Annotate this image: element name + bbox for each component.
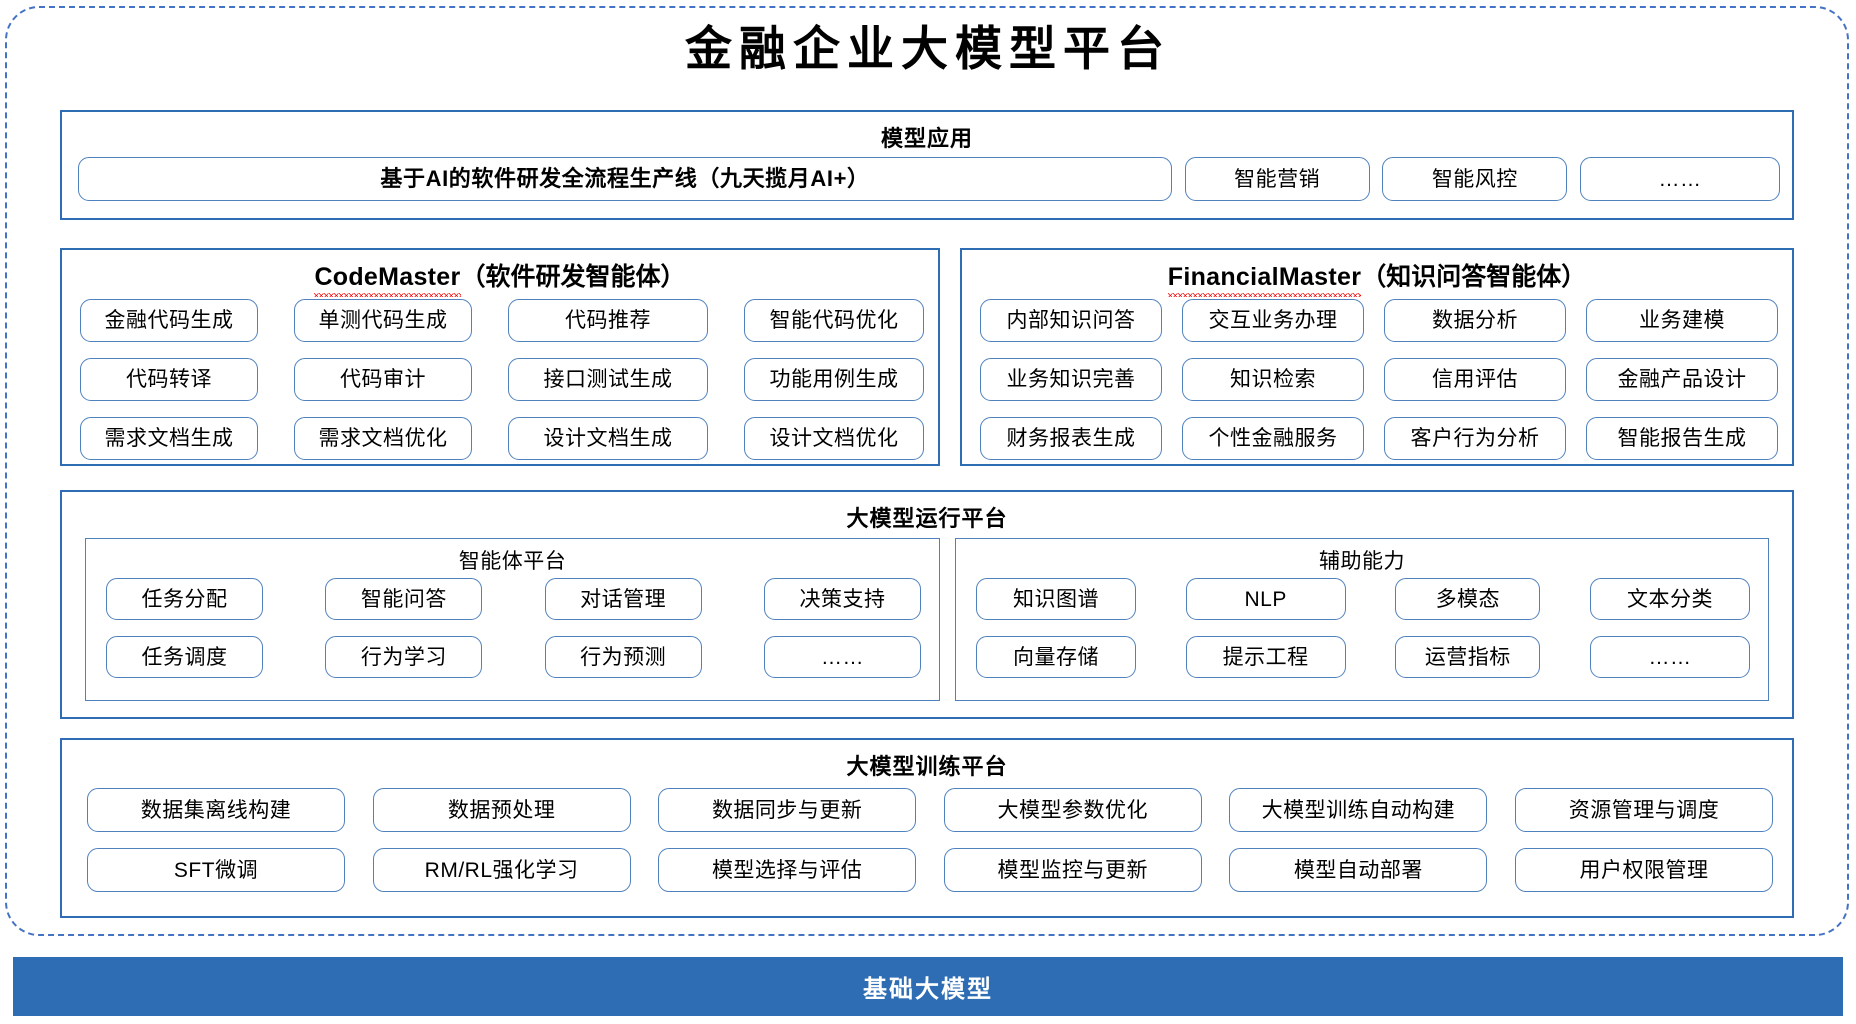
chip-financialmaster-3-2[interactable]: 个性金融服务 [1182,417,1364,460]
chip-financialmaster-1-3[interactable]: 数据分析 [1384,299,1566,342]
subpanel-auxiliary-capabilities-title: 辅助能力 [1319,550,1405,573]
chip-codemaster-2-3[interactable]: 接口测试生成 [508,358,708,401]
panel-agent-codemaster: CodeMaster（软件研发智能体） 金融代码生成 单测代码生成 代码推荐 智… [60,248,940,466]
chip-training-1-1[interactable]: 数据集离线构建 [87,788,345,832]
panel-agent-financialmaster: FinancialMaster（知识问答智能体） 内部知识问答 交互业务办理 数… [960,248,1794,466]
chip-codemaster-2-4[interactable]: 功能用例生成 [744,358,924,401]
codemaster-row-3: 需求文档生成 需求文档优化 设计文档生成 设计文档优化 [80,417,924,460]
chip-auxiliary-1-4[interactable]: 文本分类 [1589,578,1750,620]
chip-training-1-3[interactable]: 数据同步与更新 [658,788,917,832]
chip-financialmaster-3-4[interactable]: 智能报告生成 [1586,417,1778,460]
chip-financialmaster-1-1[interactable]: 内部知识问答 [980,299,1162,342]
chip-agent-platform-1-2[interactable]: 智能问答 [325,578,483,620]
chip-training-2-6[interactable]: 用户权限管理 [1514,848,1773,892]
auxiliary-row-1: 知识图谱 NLP 多模态 文本分类 [976,578,1750,620]
chip-agent-platform-1-1[interactable]: 任务分配 [106,578,263,620]
chip-codemaster-1-1[interactable]: 金融代码生成 [80,299,258,342]
chip-auxiliary-2-2[interactable]: 提示工程 [1185,636,1346,678]
chip-codemaster-3-1[interactable]: 需求文档生成 [80,417,258,460]
chip-codemaster-2-1[interactable]: 代码转译 [80,358,258,401]
training-row-2: SFT微调 RM/RL强化学习 模型选择与评估 模型监控与更新 模型自动部署 用… [87,848,1773,892]
page-title: 金融企业大模型平台 [685,22,1171,77]
chip-training-1-2[interactable]: 数据预处理 [372,788,631,832]
panel-runtime-platform: 大模型运行平台 智能体平台 任务分配 智能问答 对话管理 决策支持 任务调度 行… [60,490,1794,719]
chip-auxiliary-1-3[interactable]: 多模态 [1395,578,1541,620]
chip-auxiliary-2-4[interactable]: …… [1589,636,1750,678]
chip-codemaster-3-3[interactable]: 设计文档生成 [508,417,708,460]
chip-training-2-2[interactable]: RM/RL强化学习 [372,848,631,892]
financialmaster-row-2: 业务知识完善 知识检索 信用评估 金融产品设计 [980,358,1778,401]
chip-auxiliary-2-3[interactable]: 运营指标 [1395,636,1541,678]
chip-agent-platform-2-1[interactable]: 任务调度 [106,636,263,678]
agent-platform-row-1: 任务分配 智能问答 对话管理 决策支持 [106,578,921,620]
chip-financialmaster-3-1[interactable]: 财务报表生成 [980,417,1162,460]
chip-financialmaster-3-3[interactable]: 客户行为分析 [1384,417,1566,460]
chip-ai-software-pipeline[interactable]: 基于AI的软件研发全流程生产线（九天揽月AI+） [78,157,1172,201]
chip-auxiliary-1-1[interactable]: 知识图谱 [976,578,1136,620]
panel-agent-financialmaster-title: FinancialMaster（知识问答智能体） [962,257,1792,297]
chip-codemaster-1-2[interactable]: 单测代码生成 [294,299,472,342]
chip-agent-platform-1-3[interactable]: 对话管理 [544,578,702,620]
panel-agent-codemaster-title: CodeMaster（软件研发智能体） [62,257,938,297]
applications-chip-row: 基于AI的软件研发全流程生产线（九天揽月AI+） 智能营销 智能风控 …… [78,157,1780,201]
chip-auxiliary-1-2[interactable]: NLP [1185,578,1346,620]
chip-training-2-5[interactable]: 模型自动部署 [1229,848,1488,892]
panel-training-platform-title: 大模型训练平台 [846,754,1008,779]
base-model-label: 基础大模型 [863,976,993,1003]
financialmaster-row-1: 内部知识问答 交互业务办理 数据分析 业务建模 [980,299,1778,342]
chip-codemaster-3-2[interactable]: 需求文档优化 [294,417,472,460]
panel-applications-title: 模型应用 [880,126,973,151]
chip-codemaster-2-2[interactable]: 代码审计 [294,358,472,401]
chip-agent-platform-2-2[interactable]: 行为学习 [325,636,483,678]
chip-codemaster-1-3[interactable]: 代码推荐 [508,299,708,342]
agent-name-latin: CodeMaster [314,263,461,297]
codemaster-row-1: 金融代码生成 单测代码生成 代码推荐 智能代码优化 [80,299,924,342]
subpanel-agent-platform-title: 智能体平台 [458,550,567,573]
chip-agent-platform-2-4[interactable]: …… [763,636,921,678]
codemaster-row-2: 代码转译 代码审计 接口测试生成 功能用例生成 [80,358,924,401]
subpanel-auxiliary-capabilities: 辅助能力 知识图谱 NLP 多模态 文本分类 向量存储 提示工程 运营指标 …… [955,538,1769,701]
chip-training-1-6[interactable]: 资源管理与调度 [1514,788,1773,832]
agent-platform-row-2: 任务调度 行为学习 行为预测 …… [106,636,921,678]
chip-training-1-4[interactable]: 大模型参数优化 [943,788,1202,832]
chip-agent-platform-1-4[interactable]: 决策支持 [763,578,921,620]
chip-financialmaster-2-4[interactable]: 金融产品设计 [1586,358,1778,401]
chip-financialmaster-1-4[interactable]: 业务建模 [1586,299,1778,342]
agent-name-cn: （知识问答智能体） [1361,263,1587,291]
chip-training-2-4[interactable]: 模型监控与更新 [943,848,1202,892]
chip-financialmaster-2-2[interactable]: 知识检索 [1182,358,1364,401]
chip-training-2-1[interactable]: SFT微调 [87,848,345,892]
agent-name-latin: FinancialMaster [1167,263,1362,297]
financialmaster-row-3: 财务报表生成 个性金融服务 客户行为分析 智能报告生成 [980,417,1778,460]
auxiliary-row-2: 向量存储 提示工程 运营指标 …… [976,636,1750,678]
subpanel-agent-platform: 智能体平台 任务分配 智能问答 对话管理 决策支持 任务调度 行为学习 行为预测… [85,538,940,701]
chip-financialmaster-2-1[interactable]: 业务知识完善 [980,358,1162,401]
training-row-1: 数据集离线构建 数据预处理 数据同步与更新 大模型参数优化 大模型训练自动构建 … [87,788,1773,832]
chip-codemaster-3-4[interactable]: 设计文档优化 [744,417,924,460]
panel-training-platform: 大模型训练平台 数据集离线构建 数据预处理 数据同步与更新 大模型参数优化 大模… [60,738,1794,918]
chip-smart-marketing[interactable]: 智能营销 [1184,157,1370,201]
base-model-bar: 基础大模型 [13,957,1843,1016]
chip-smart-risk-control[interactable]: 智能风控 [1382,157,1568,201]
chip-auxiliary-2-1[interactable]: 向量存储 [976,636,1136,678]
chip-codemaster-1-4[interactable]: 智能代码优化 [744,299,924,342]
chip-training-2-3[interactable]: 模型选择与评估 [658,848,917,892]
panel-runtime-platform-title: 大模型运行平台 [846,506,1008,531]
chip-applications-more[interactable]: …… [1579,157,1780,201]
chip-financialmaster-1-2[interactable]: 交互业务办理 [1182,299,1364,342]
agent-name-cn: （软件研发智能体） [460,263,686,291]
chip-agent-platform-2-3[interactable]: 行为预测 [544,636,702,678]
panel-applications: 模型应用 基于AI的软件研发全流程生产线（九天揽月AI+） 智能营销 智能风控 … [60,110,1794,220]
chip-financialmaster-2-3[interactable]: 信用评估 [1384,358,1566,401]
chip-training-1-5[interactable]: 大模型训练自动构建 [1229,788,1488,832]
